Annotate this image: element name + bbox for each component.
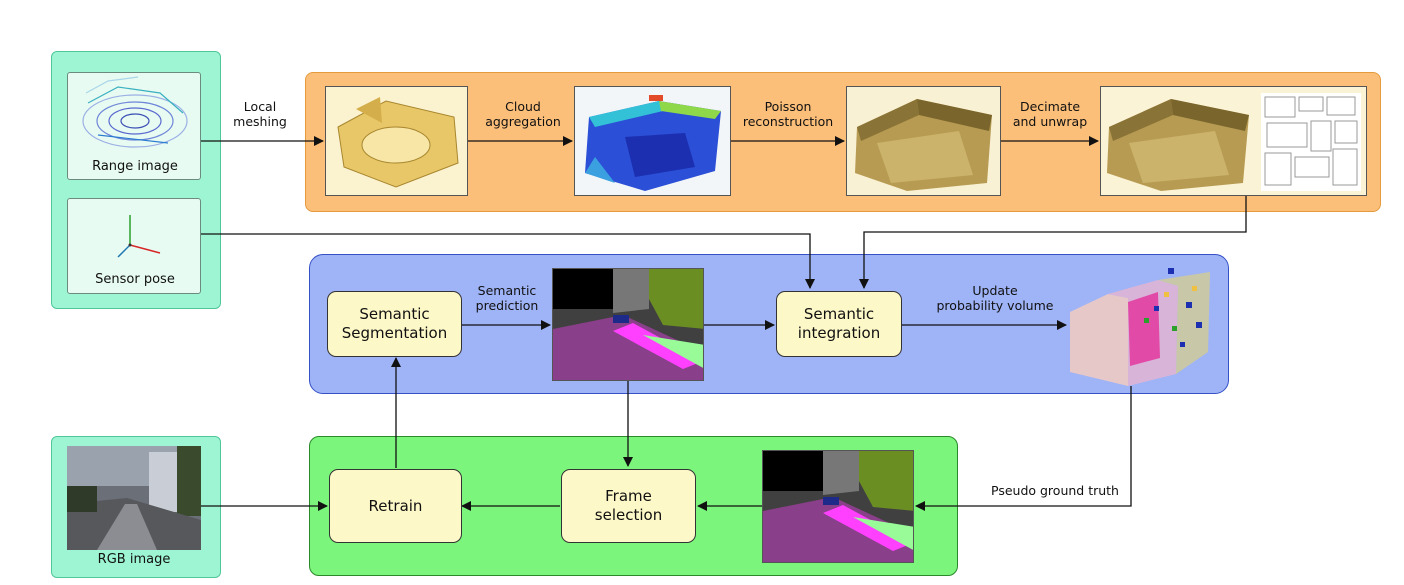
decimated-mesh-image (1100, 86, 1367, 196)
poisson-mesh-image (846, 86, 1001, 196)
arrow-mesh-to-integration (859, 196, 1247, 289)
probability-volume-image (1068, 262, 1210, 386)
range-image-card: Range image (67, 72, 201, 180)
aggregated-cloud-image (574, 86, 731, 196)
range-image-caption: Range image (92, 159, 178, 174)
semantic-prediction-image (552, 268, 704, 381)
range-image-graphic (82, 76, 188, 148)
rgb-image-card: RGB image (67, 446, 201, 572)
rgb-photo (67, 446, 201, 550)
rgb-image-caption: RGB image (97, 552, 171, 567)
arrow-volume-to-pseudo-gt (915, 386, 1132, 511)
arrow-pose-to-integration (201, 233, 815, 289)
axis-gizmo-icon (117, 215, 161, 258)
sensor-pose-caption: Sensor pose (95, 272, 175, 287)
retrain-node: Retrain (329, 469, 462, 543)
sensor-pose-card: Sensor pose (67, 198, 201, 294)
local-mesh-image (325, 86, 468, 196)
label-pseudo-ground-truth: Pseudo ground truth (991, 483, 1119, 498)
pseudo-ground-truth-image (762, 450, 914, 563)
